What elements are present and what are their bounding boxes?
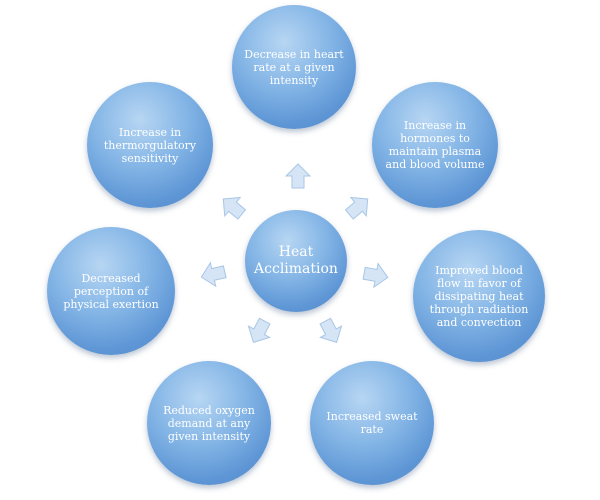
center-node: Heat Acclimation	[245, 210, 347, 312]
arrow-left	[198, 259, 228, 290]
node-perceived-exertion-label: Decreased perception of physical exertio…	[63, 271, 159, 311]
node-heart-rate-label: Decrease in heart rate at a given intens…	[244, 47, 344, 87]
arrow-upper-right	[341, 189, 376, 225]
node-oxygen-demand-label: Reduced oxygen demand at any given inten…	[163, 403, 255, 443]
node-blood-flow: Improved blood flow in favor of dissipat…	[413, 230, 545, 362]
arrow-lower-left	[242, 315, 276, 349]
node-thermoregulatory-sensitivity: Increase in thermorgulatory sensitivity	[87, 82, 213, 208]
node-sweat-rate: Increased sweat rate	[310, 361, 434, 485]
node-thermoregulatory-sensitivity-label: Increase in thermorgulatory sensitivity	[103, 125, 197, 165]
arrow-upper-left	[215, 189, 250, 225]
node-heart-rate: Decrease in heart rate at a given intens…	[232, 5, 356, 129]
node-oxygen-demand: Reduced oxygen demand at any given inten…	[147, 361, 271, 485]
arrow-right	[361, 260, 391, 290]
arrow-up	[285, 163, 311, 189]
node-hormones-label: Increase in hormones to maintain plasma …	[385, 119, 485, 171]
node-perceived-exertion: Decreased perception of physical exertio…	[47, 227, 175, 355]
center-node-label: Heat Acclimation	[254, 244, 338, 277]
node-sweat-rate-label: Increased sweat rate	[326, 410, 418, 436]
node-blood-flow-label: Improved blood flow in favor of dissipat…	[429, 263, 529, 329]
node-hormones: Increase in hormones to maintain plasma …	[372, 82, 498, 208]
arrow-lower-right	[314, 315, 348, 349]
